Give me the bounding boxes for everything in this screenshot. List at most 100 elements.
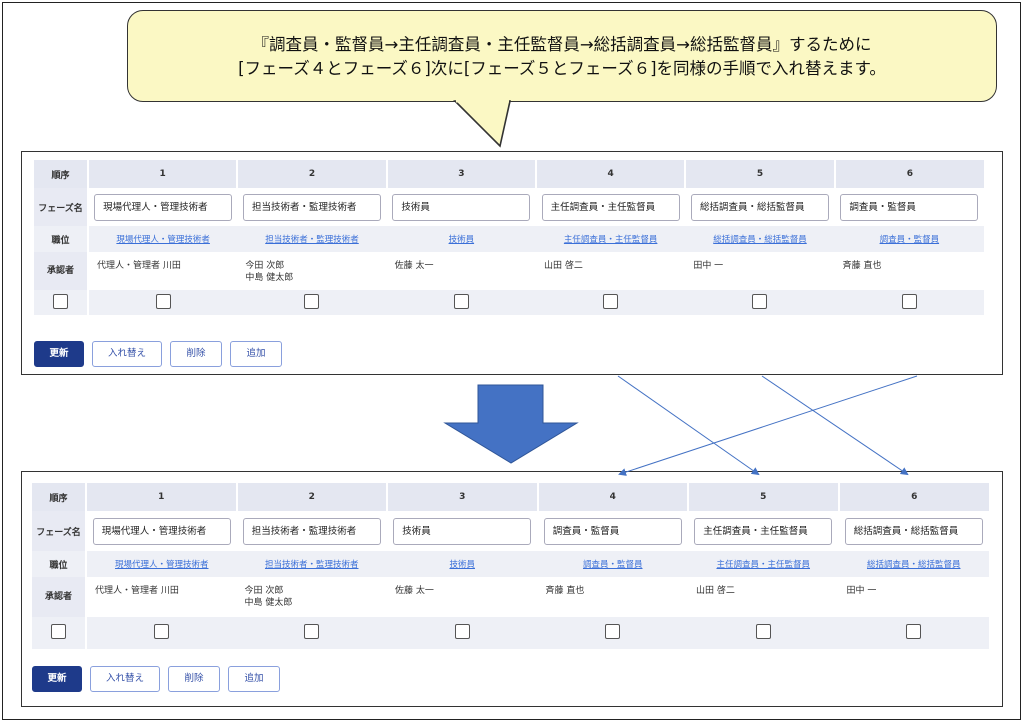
select-checkbox[interactable] (755, 624, 771, 639)
select-checkbox[interactable] (901, 293, 917, 309)
select-checkbox[interactable] (155, 293, 171, 309)
phase-name-input[interactable]: 調査員・監督員 (543, 517, 682, 545)
phase-name-input[interactable]: 総括調査員・総括監督員 (690, 193, 829, 221)
select-checkbox[interactable] (453, 293, 469, 309)
phase-name-label: フェーズ名 (34, 188, 89, 226)
phase-name-input[interactable]: 総括調査員・総括監督員 (844, 517, 983, 545)
position-link[interactable]: 総括調査員・総括監督員 (866, 560, 961, 570)
approver-name: 代理人・管理者 川田 (95, 586, 179, 596)
approver-cell: 佐藤 太一 (386, 252, 536, 290)
select-checkbox[interactable] (454, 624, 470, 639)
position-label: 職位 (32, 551, 87, 577)
phase-table-after: 順序 1 2 3 4 5 6 フェーズ名 現場代理人・管理技術者 担当技術者・監… (21, 471, 1003, 707)
approver-name: 斉藤 直也 (842, 261, 882, 271)
callout-text: 『調査員・監督員→主任調査員・主任監督員→総括調査員→総括監督員』するために [… (128, 33, 996, 81)
phase-name-input[interactable]: 担当技術者・監理技術者 (242, 517, 381, 545)
phase-name-input[interactable]: 現場代理人・管理技術者 (92, 517, 231, 545)
approver-cell: 斉藤 直也 (537, 577, 688, 617)
select-checkbox[interactable] (304, 624, 320, 639)
phase-name-label: フェーズ名 (32, 511, 87, 551)
callout-line-2: [フェーズ４とフェーズ６]次に[フェーズ５とフェーズ６]を同様の手順で入れ替えま… (238, 59, 886, 78)
add-button[interactable]: 追加 (230, 341, 282, 367)
position-link[interactable]: 現場代理人・管理技術者 (116, 235, 210, 245)
add-button[interactable]: 追加 (228, 666, 280, 692)
approver-name: 斉藤 直也 (545, 586, 585, 596)
order-cell: 3 (387, 483, 539, 511)
approver-name: 今田 次郎 (245, 261, 285, 271)
position-link[interactable]: 担当技術者・監理技術者 (265, 235, 359, 245)
position-link[interactable]: 担当技術者・監理技術者 (264, 560, 359, 570)
approver-cell: 今田 次郎中島 健太郎 (236, 577, 387, 617)
select-all-cell (32, 617, 87, 649)
select-checkbox[interactable] (154, 624, 170, 639)
action-buttons: 更新 入れ替え 削除 追加 (34, 341, 282, 367)
order-cell: 3 (386, 160, 537, 188)
phase-name-input[interactable]: 技術員 (392, 193, 531, 221)
order-cell: 1 (88, 160, 239, 188)
order-cell: 5 (688, 483, 840, 511)
order-cell: 5 (685, 160, 836, 188)
phase-name-input[interactable]: 現場代理人・管理技術者 (94, 193, 233, 221)
phase-name-input[interactable]: 主任調査員・主任監督員 (694, 517, 833, 545)
select-checkbox[interactable] (605, 624, 621, 639)
order-cell: 6 (834, 160, 984, 188)
select-all-checkbox[interactable] (51, 624, 66, 639)
update-button[interactable]: 更新 (34, 341, 84, 367)
approver-name: 今田 次郎 (244, 586, 284, 596)
approver-name: 代理人・管理者 川田 (97, 261, 181, 271)
order-cell: 1 (86, 483, 238, 511)
phase-name-input[interactable]: 主任調査員・主任監督員 (541, 193, 680, 221)
position-link[interactable]: 調査員・監督員 (582, 560, 643, 570)
select-checkbox[interactable] (603, 293, 619, 309)
phase-table-before: 順序 1 2 3 4 5 6 フェーズ名 現場代理人・管理技術者 担当技術者・監… (21, 151, 1003, 375)
callout-tail (453, 99, 511, 148)
approver-cell: 斉藤 直也 (834, 252, 984, 290)
select-all-cell (34, 290, 89, 315)
approver-name: 田中 一 (693, 261, 724, 271)
delete-button[interactable]: 削除 (170, 341, 222, 367)
position-link[interactable]: 技術員 (448, 235, 475, 245)
action-buttons: 更新 入れ替え 削除 追加 (32, 666, 280, 692)
callout-line-1: 『調査員・監督員→主任調査員・主任監督員→総括調査員→総括監督員』するために (252, 35, 872, 54)
approver-cell: 山田 啓二 (535, 252, 686, 290)
order-cell: 2 (236, 483, 388, 511)
approver-name: 佐藤 太一 (394, 261, 434, 271)
approver-name: 田中 一 (846, 586, 877, 596)
position-link[interactable]: 調査員・監督員 (879, 235, 940, 245)
order-cell: 6 (838, 483, 989, 511)
approver-name: 佐藤 太一 (395, 586, 434, 596)
select-checkbox[interactable] (304, 293, 320, 309)
position-link[interactable]: 現場代理人・管理技術者 (114, 560, 209, 570)
phase-name-input[interactable]: 調査員・監督員 (840, 193, 979, 221)
select-all-checkbox[interactable] (53, 293, 68, 309)
approver-name: 中島 健太郎 (244, 598, 293, 608)
phase-name-input[interactable]: 担当技術者・監理技術者 (242, 193, 381, 221)
position-link[interactable]: 技術員 (449, 560, 475, 570)
header-order-label: 順序 (32, 483, 87, 511)
position-link[interactable]: 総括調査員・総括監督員 (713, 235, 807, 245)
select-checkbox[interactable] (906, 624, 922, 639)
order-cell: 2 (237, 160, 388, 188)
delete-button[interactable]: 削除 (168, 666, 220, 692)
position-link[interactable]: 主任調査員・主任監督員 (563, 235, 658, 245)
approver-label: 承認者 (34, 252, 89, 290)
approver-label: 承認者 (32, 577, 87, 617)
swap-button[interactable]: 入れ替え (92, 341, 162, 367)
update-button[interactable]: 更新 (32, 666, 82, 692)
instruction-callout: 『調査員・監督員→主任調査員・主任監督員→総括調査員→総括監督員』するために [… (127, 10, 997, 102)
approver-name: 山田 啓二 (696, 586, 735, 596)
swap-button[interactable]: 入れ替え (90, 666, 160, 692)
position-link[interactable]: 主任調査員・主任監督員 (716, 560, 810, 570)
approver-cell: 代理人・管理者 川田 (88, 252, 238, 290)
approver-cell: 佐藤 太一 (387, 577, 538, 617)
select-checkbox[interactable] (752, 293, 768, 309)
phase-grid: 順序 1 2 3 4 5 6 フェーズ名 現場代理人・管理技術者 担当技術者・監… (32, 483, 989, 649)
approver-cell: 田中 一 (838, 577, 989, 617)
approver-name: 中島 健太郎 (245, 273, 294, 283)
approver-cell: 代理人・管理者 川田 (86, 577, 237, 617)
approver-cell: 今田 次郎中島 健太郎 (237, 252, 387, 290)
approver-cell: 山田 啓二 (688, 577, 839, 617)
order-cell: 4 (537, 483, 689, 511)
phase-name-input[interactable]: 技術員 (393, 517, 532, 545)
